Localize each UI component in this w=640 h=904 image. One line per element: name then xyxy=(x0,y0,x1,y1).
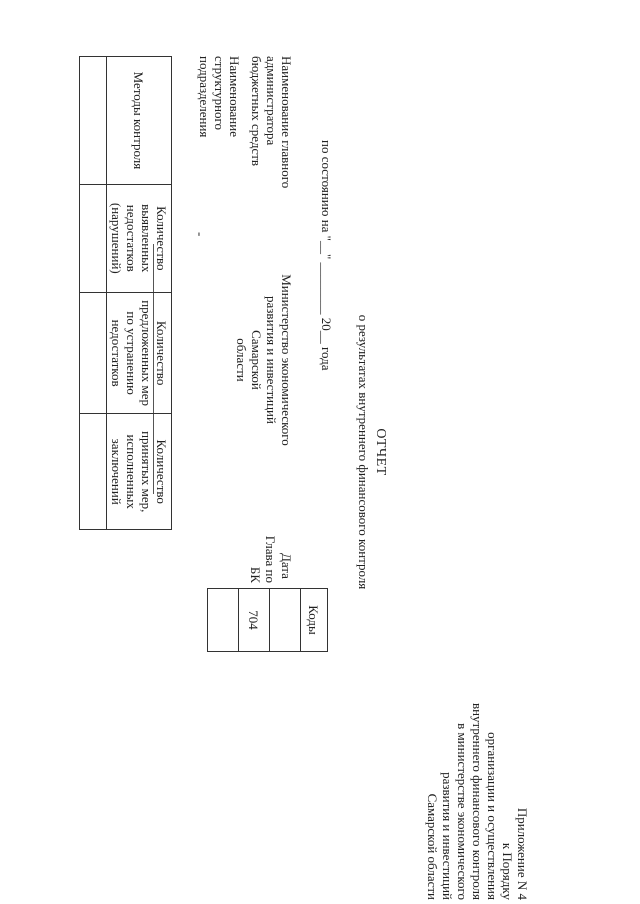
admin-value-line: области xyxy=(234,338,249,382)
table-cell[interactable] xyxy=(79,413,107,530)
report-subtitle: о результатах внутреннего финансового ко… xyxy=(356,314,371,590)
appendix-line: развития и инвестиций xyxy=(440,772,455,900)
unit-label-line: структурного xyxy=(212,56,227,131)
col-header-methods: Методы контроля xyxy=(106,56,172,185)
appendix-line: Приложение N 4 xyxy=(515,807,530,900)
table-cell[interactable] xyxy=(79,292,107,414)
date-label: Дата xyxy=(279,553,294,579)
col-header-proposed: Количество предложенных мер по устранени… xyxy=(106,292,172,414)
admin-value: Министерство экономического развития и и… xyxy=(234,265,294,455)
chapter-label: Глава по БК xyxy=(248,531,278,583)
codes-header: Коды xyxy=(300,588,328,652)
admin-value-line: развития и инвестиций Самарской xyxy=(249,296,279,424)
appendix-line: внутреннего финансового контроля xyxy=(470,702,485,900)
table-cell[interactable] xyxy=(79,56,107,185)
appendix-line: в министерстве экономического xyxy=(455,723,470,900)
report-as-of-date: по состоянию на "__" ________ 20__ года xyxy=(319,140,334,371)
table-row xyxy=(79,56,107,530)
appendix-line: организации и осуществления xyxy=(485,732,500,900)
codes-date-cell[interactable] xyxy=(269,588,301,652)
admin-label-line: бюджетных средств xyxy=(249,56,264,167)
report-title: ОТЧЕТ xyxy=(373,428,388,476)
codes-empty-cell[interactable] xyxy=(207,588,239,652)
col-header-found: Количество выявленных недостатков (наруш… xyxy=(106,184,172,293)
appendix-note: Приложение N 4 к Порядку организации и о… xyxy=(425,700,530,900)
codes-table: Коды 704 xyxy=(207,588,328,652)
chapter-label-line: БК xyxy=(248,566,263,583)
unit-dash: - xyxy=(193,232,208,237)
table-cell[interactable] xyxy=(79,184,107,293)
admin-label-line: Наименование главного xyxy=(279,56,294,189)
appendix-line: Самарской области xyxy=(425,793,440,900)
admin-label-line: администратора xyxy=(264,56,279,146)
unit-label: Наименование структурного подразделения xyxy=(197,56,242,137)
control-results-table: Методы контроля Количество выявленных не… xyxy=(79,56,172,530)
admin-value-line: Министерство экономического xyxy=(279,274,294,446)
unit-label-line: Наименование xyxy=(227,56,242,137)
appendix-line: к Порядку xyxy=(500,842,515,900)
col-header-accepted: Количество принятых мер, исполненных зак… xyxy=(106,413,172,530)
unit-label-line: подразделения xyxy=(197,56,212,138)
chapter-label-line: Глава по xyxy=(263,535,278,583)
admin-label: Наименование главного администратора бюд… xyxy=(249,56,294,188)
codes-chapter-cell[interactable]: 704 xyxy=(238,588,270,652)
